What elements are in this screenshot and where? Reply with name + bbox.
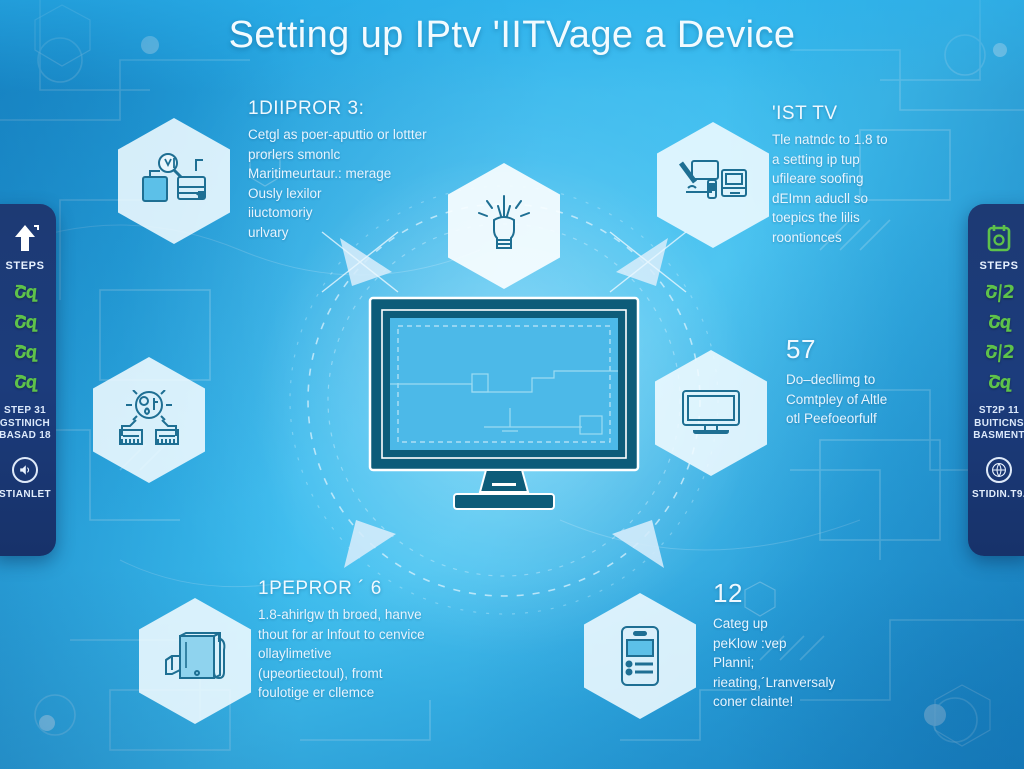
- block-line: Tle natndc to 1.8 to: [772, 132, 888, 147]
- rail-meta-line: STEP 31: [4, 405, 46, 416]
- block-line: ufileare soofing: [772, 171, 864, 187]
- block-heading: 1DIІPROR 3:: [248, 98, 365, 119]
- block-line: a setting ip tup: [772, 151, 860, 167]
- tablet-stylus-icon: [165, 632, 226, 680]
- block-line: rieating,´Lranversaly: [713, 674, 836, 690]
- block-heading: 'ІST TV: [772, 103, 838, 124]
- block-line: Planni;: [713, 655, 755, 671]
- block-heading: 12: [713, 578, 743, 608]
- block-body: Categ up peKlow :vep Planni; rieating,´L…: [713, 614, 835, 712]
- right-rail[interactable]: STEPS Շ|2 Շզ Շ|2 Շզ ST2P 11 BUITICNS BAS…: [968, 204, 1024, 556]
- block-line: 1.8-ahirlgw th broed, hanve: [258, 607, 422, 622]
- television-display: [248, 156, 760, 656]
- block-line: Ously lexilor: [248, 185, 322, 201]
- rail-glyph: Շզ: [986, 372, 1012, 393]
- right-rail-meta: ST2P 11 BUITICNS BASMENT: [973, 405, 1024, 443]
- rail-glyph: Շզ: [12, 312, 38, 333]
- page-title: Setting up IPtv 'IITVage a Device: [228, 14, 796, 56]
- arrow-up-icon: [15, 225, 39, 251]
- block-line: thout for ar lnfout to cenvice: [258, 626, 425, 642]
- calendar-icon: [987, 225, 1011, 252]
- left-rail[interactable]: STEPS Շզ Շզ Շզ Շզ STEP 31 GSTINICH BASAD…: [0, 204, 56, 556]
- rail-meta-line: GSTINICH: [0, 417, 51, 429]
- block-line: Comtpley of Altle: [786, 391, 888, 407]
- left-rail-glyphs: Շզ Շզ Շզ Շզ: [12, 282, 38, 393]
- rail-glyph: Շ|2: [983, 342, 1015, 363]
- block-heading: 1РЕPROR ´ 6: [258, 578, 382, 599]
- speaker-glyph: [20, 464, 30, 475]
- rail-meta-line: BASMENT: [973, 430, 1024, 441]
- speaker-icon[interactable]: [12, 456, 38, 483]
- rail-meta-line: BASAD 18: [0, 430, 51, 441]
- hex-node-computer-setup[interactable]: [657, 122, 769, 248]
- block-line: toepics the lilis: [772, 210, 860, 226]
- monitor-icon: [682, 390, 740, 434]
- rail-glyph: Շզ: [12, 372, 38, 393]
- block-line: roontionces: [772, 229, 842, 245]
- smartphone-list-icon: [621, 626, 659, 686]
- rail-glyph: Շ|2: [983, 282, 1015, 303]
- left-rail-label: STEPS: [5, 260, 45, 272]
- block-body: Do–decllimg to Comtpley of Altle otl Pee…: [786, 370, 887, 429]
- hex-node-tablet-remote[interactable]: [139, 598, 251, 724]
- magnifier-devices-icon: [142, 153, 206, 202]
- left-rail-bottom-label: STIANLET: [0, 488, 52, 500]
- block-line: iiuctomoriy: [248, 205, 313, 221]
- block-heading: 57: [786, 334, 816, 364]
- right-rail-glyphs: Շ|2 Շզ Շ|2 Շզ: [983, 282, 1015, 393]
- header-band: [0, 0, 1024, 92]
- block-line: (upeortiectoul), fromt: [258, 665, 383, 681]
- block-line: Cetgl as poer-aputtio or lottter: [248, 127, 427, 142]
- block-line: Do–decllimg to: [786, 372, 876, 387]
- block-body: Cetgl as poer-aputtio or lottter prorler…: [248, 125, 427, 242]
- left-rail-meta: STEP 31 GSTINICH BASAD 18: [0, 405, 51, 443]
- block-body: Tle natndc to 1.8 to a setting ip tup uf…: [772, 130, 888, 247]
- router-network-icon: [119, 390, 179, 445]
- lightbulb-idea-icon: [478, 195, 530, 249]
- hex-node-mobile-app[interactable]: [584, 593, 696, 719]
- rail-meta-line: BUITICNS: [974, 417, 1024, 429]
- block-line: prorlers smonlc: [248, 146, 341, 162]
- text-block-top-left: 1DIІPROR 3: Cetgl as poer-aputtio or lot…: [248, 98, 427, 242]
- block-line: otl Peefoeorfulf: [786, 411, 877, 427]
- block-line: dEImn aducll so: [772, 190, 869, 206]
- block-line: coner clainte!: [713, 694, 794, 710]
- rail-glyph: Շզ: [12, 282, 38, 303]
- text-block-bottom-right: 12 Categ up peKlow :vep Planni; rieating…: [713, 578, 835, 712]
- right-rail-label: STEPS: [979, 260, 1019, 272]
- hex-node-monitor[interactable]: [655, 350, 767, 476]
- globe-icon[interactable]: [986, 456, 1012, 483]
- tv-graphic: [368, 296, 640, 510]
- block-line: foulotige er cllemce: [258, 685, 375, 701]
- block-line: Categ up: [713, 616, 768, 631]
- block-line: urlvary: [248, 224, 289, 240]
- rail-glyph: Շզ: [12, 342, 38, 363]
- text-block-bottom-left: 1РЕPROR ´ 6 1.8-ahirlgw th broed, hanve …: [258, 578, 425, 703]
- block-line: Maritimeurtaur.: merage: [248, 166, 392, 182]
- globe-glyph: [992, 462, 1006, 477]
- rail-glyph: Շզ: [986, 312, 1012, 333]
- right-rail-bottom-label: STIDIN.T9.: [971, 488, 1024, 500]
- desktop-computer-icon: [678, 160, 747, 199]
- text-block-top-right: 'ІST TV Tle natndc to 1.8 to a setting i…: [772, 103, 888, 247]
- block-line: ollaylimetive: [258, 646, 332, 662]
- hex-node-search-devices[interactable]: [118, 118, 230, 244]
- text-block-mid-right: 57 Do–decllimg to Comtpley of Altle otl …: [786, 334, 887, 429]
- block-body: 1.8-ahirlgw th broed, hanve thout for ar…: [258, 605, 425, 703]
- block-line: peKlow :vep: [713, 635, 787, 651]
- rail-meta-line: ST2P 11: [978, 405, 1020, 416]
